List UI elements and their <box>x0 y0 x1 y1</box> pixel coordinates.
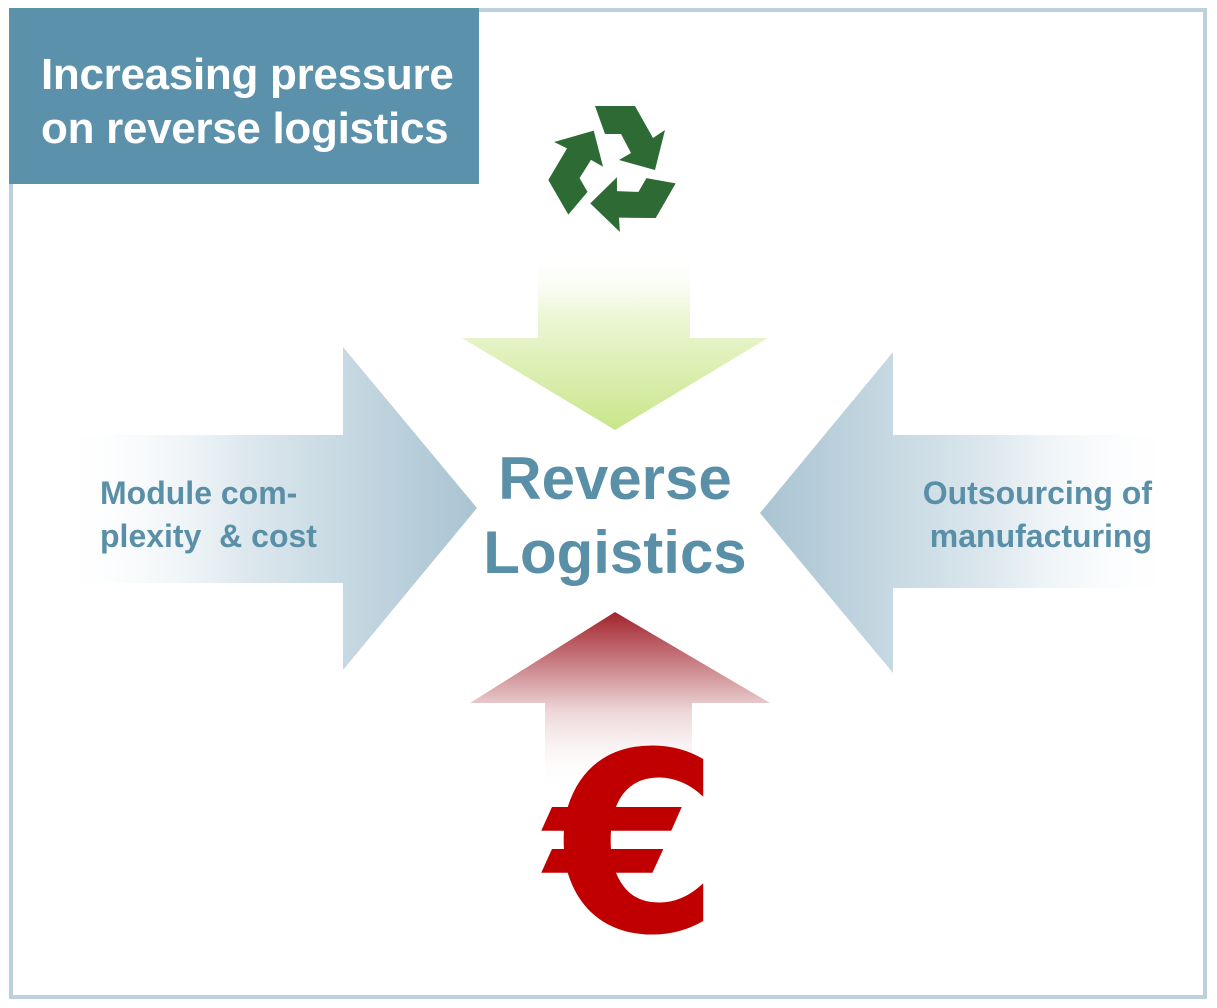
right-label: Outsourcing of manufacturing <box>892 472 1152 558</box>
center-label: Reverse Logistics <box>470 442 760 590</box>
left-label-line-2: plexity & cost <box>100 518 317 554</box>
right-arrow <box>760 352 1180 673</box>
title-line-2: on reverse logistics <box>41 104 449 153</box>
top-arrow <box>462 250 768 430</box>
title-line-1: Increasing pressure <box>41 50 454 99</box>
left-label-line-1: Module com- <box>100 475 298 511</box>
left-label: Module com- plexity & cost <box>100 472 317 558</box>
euro-icon: € <box>546 699 720 990</box>
left-arrow <box>55 347 477 670</box>
right-label-line-1: Outsourcing of <box>922 475 1152 511</box>
center-label-line-2: Logistics <box>483 519 747 586</box>
recycle-icon <box>548 106 676 233</box>
right-label-line-2: manufacturing <box>929 518 1152 554</box>
bottom-arrow <box>470 612 770 790</box>
title-box: Increasing pressure on reverse logistics <box>9 8 479 184</box>
center-label-line-1: Reverse <box>498 445 732 512</box>
